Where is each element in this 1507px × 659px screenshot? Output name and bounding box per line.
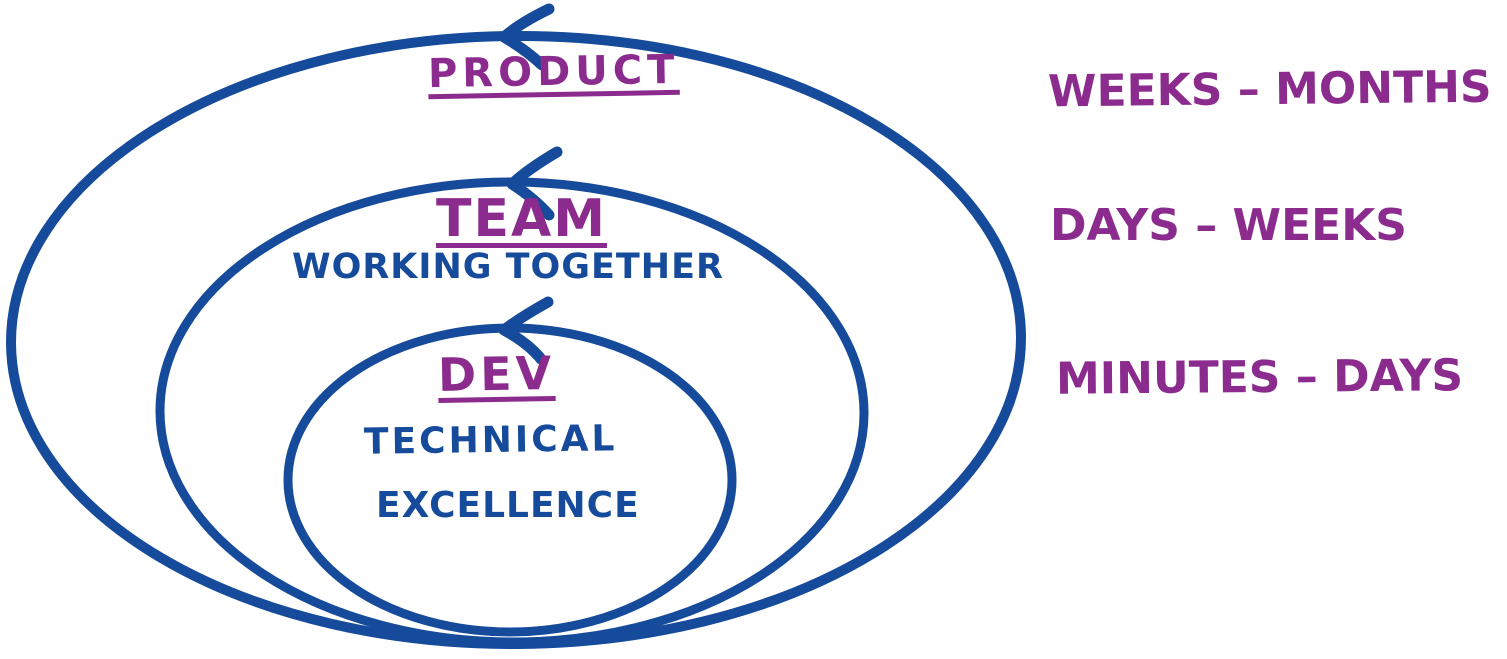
product-loop-timescale: WEEKS – MONTHS <box>1047 61 1492 118</box>
team-loop-timescale: DAYS – WEEKS <box>1050 200 1407 251</box>
team-loop-title: TEAM <box>436 189 607 249</box>
dev-loop-arrow-icon <box>498 296 554 365</box>
product-loop-title: PRODUCT <box>427 46 680 98</box>
team-loop-subtitle: WORKING TOGETHER <box>292 247 724 287</box>
team-loop-arrow-icon <box>506 146 563 221</box>
dev-loop-subtitle-line2: EXCELLENCE <box>376 485 640 526</box>
product-loop-arrow-icon <box>498 3 555 71</box>
dev-loop-timescale: MINUTES – DAYS <box>1055 350 1464 405</box>
dev-loop-subtitle-line1: TECHNICAL <box>363 418 618 463</box>
dev-loop-title: DEV <box>437 345 556 403</box>
